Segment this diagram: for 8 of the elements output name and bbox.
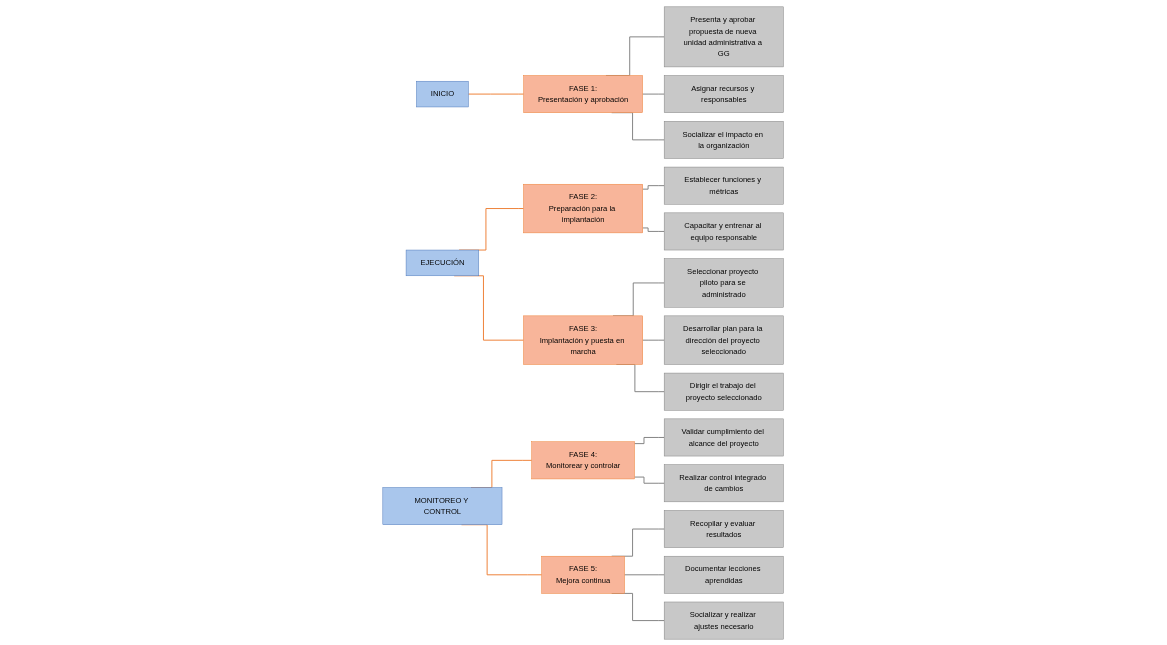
connector: [642, 339, 666, 341]
connector: [624, 573, 666, 575]
connector: [634, 476, 666, 484]
connector: [642, 93, 666, 95]
connector: [634, 436, 666, 444]
connector: [468, 93, 525, 95]
connector: [642, 184, 666, 190]
connector: [642, 226, 666, 232]
